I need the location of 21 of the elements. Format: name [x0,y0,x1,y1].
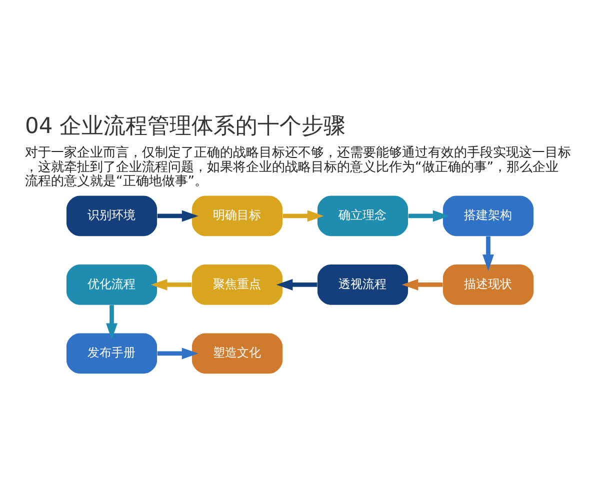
node-box: 描述现状 [442,264,534,304]
arrow [106,304,118,340]
arrow [276,278,318,290]
arrow [150,278,192,290]
node-box: 发布手册 [66,332,158,374]
node-box: 搭建架构 [442,195,534,236]
caption: 对于一家企业而言，仅制定了正确的战略目标还不够，还需要能够通过有效的手段实现这一目标，这就牵扯到了企业流程问题，如果将企业的战略目标的意义比作为“做正确的事”，那么企业流程的意义就是“正确地做事”。 [25,145,571,188]
node-box: 明确目标 [192,195,283,236]
node-box: 优化流程 [66,264,158,304]
arrow [402,278,443,290]
arrow [157,347,198,359]
node-box: 透视流程 [317,264,408,304]
arrow [282,210,324,222]
node-box: 识别环境 [66,195,158,236]
node-box: 确立理念 [317,195,408,236]
arrow [482,236,494,270]
arrow [157,210,198,222]
node-box: 塑造文化 [192,332,283,374]
node-box: 聚焦重点 [192,264,283,304]
diagram-title: 04 企业流程管理体系的十个步骤 [25,114,346,139]
arrow [408,210,450,222]
